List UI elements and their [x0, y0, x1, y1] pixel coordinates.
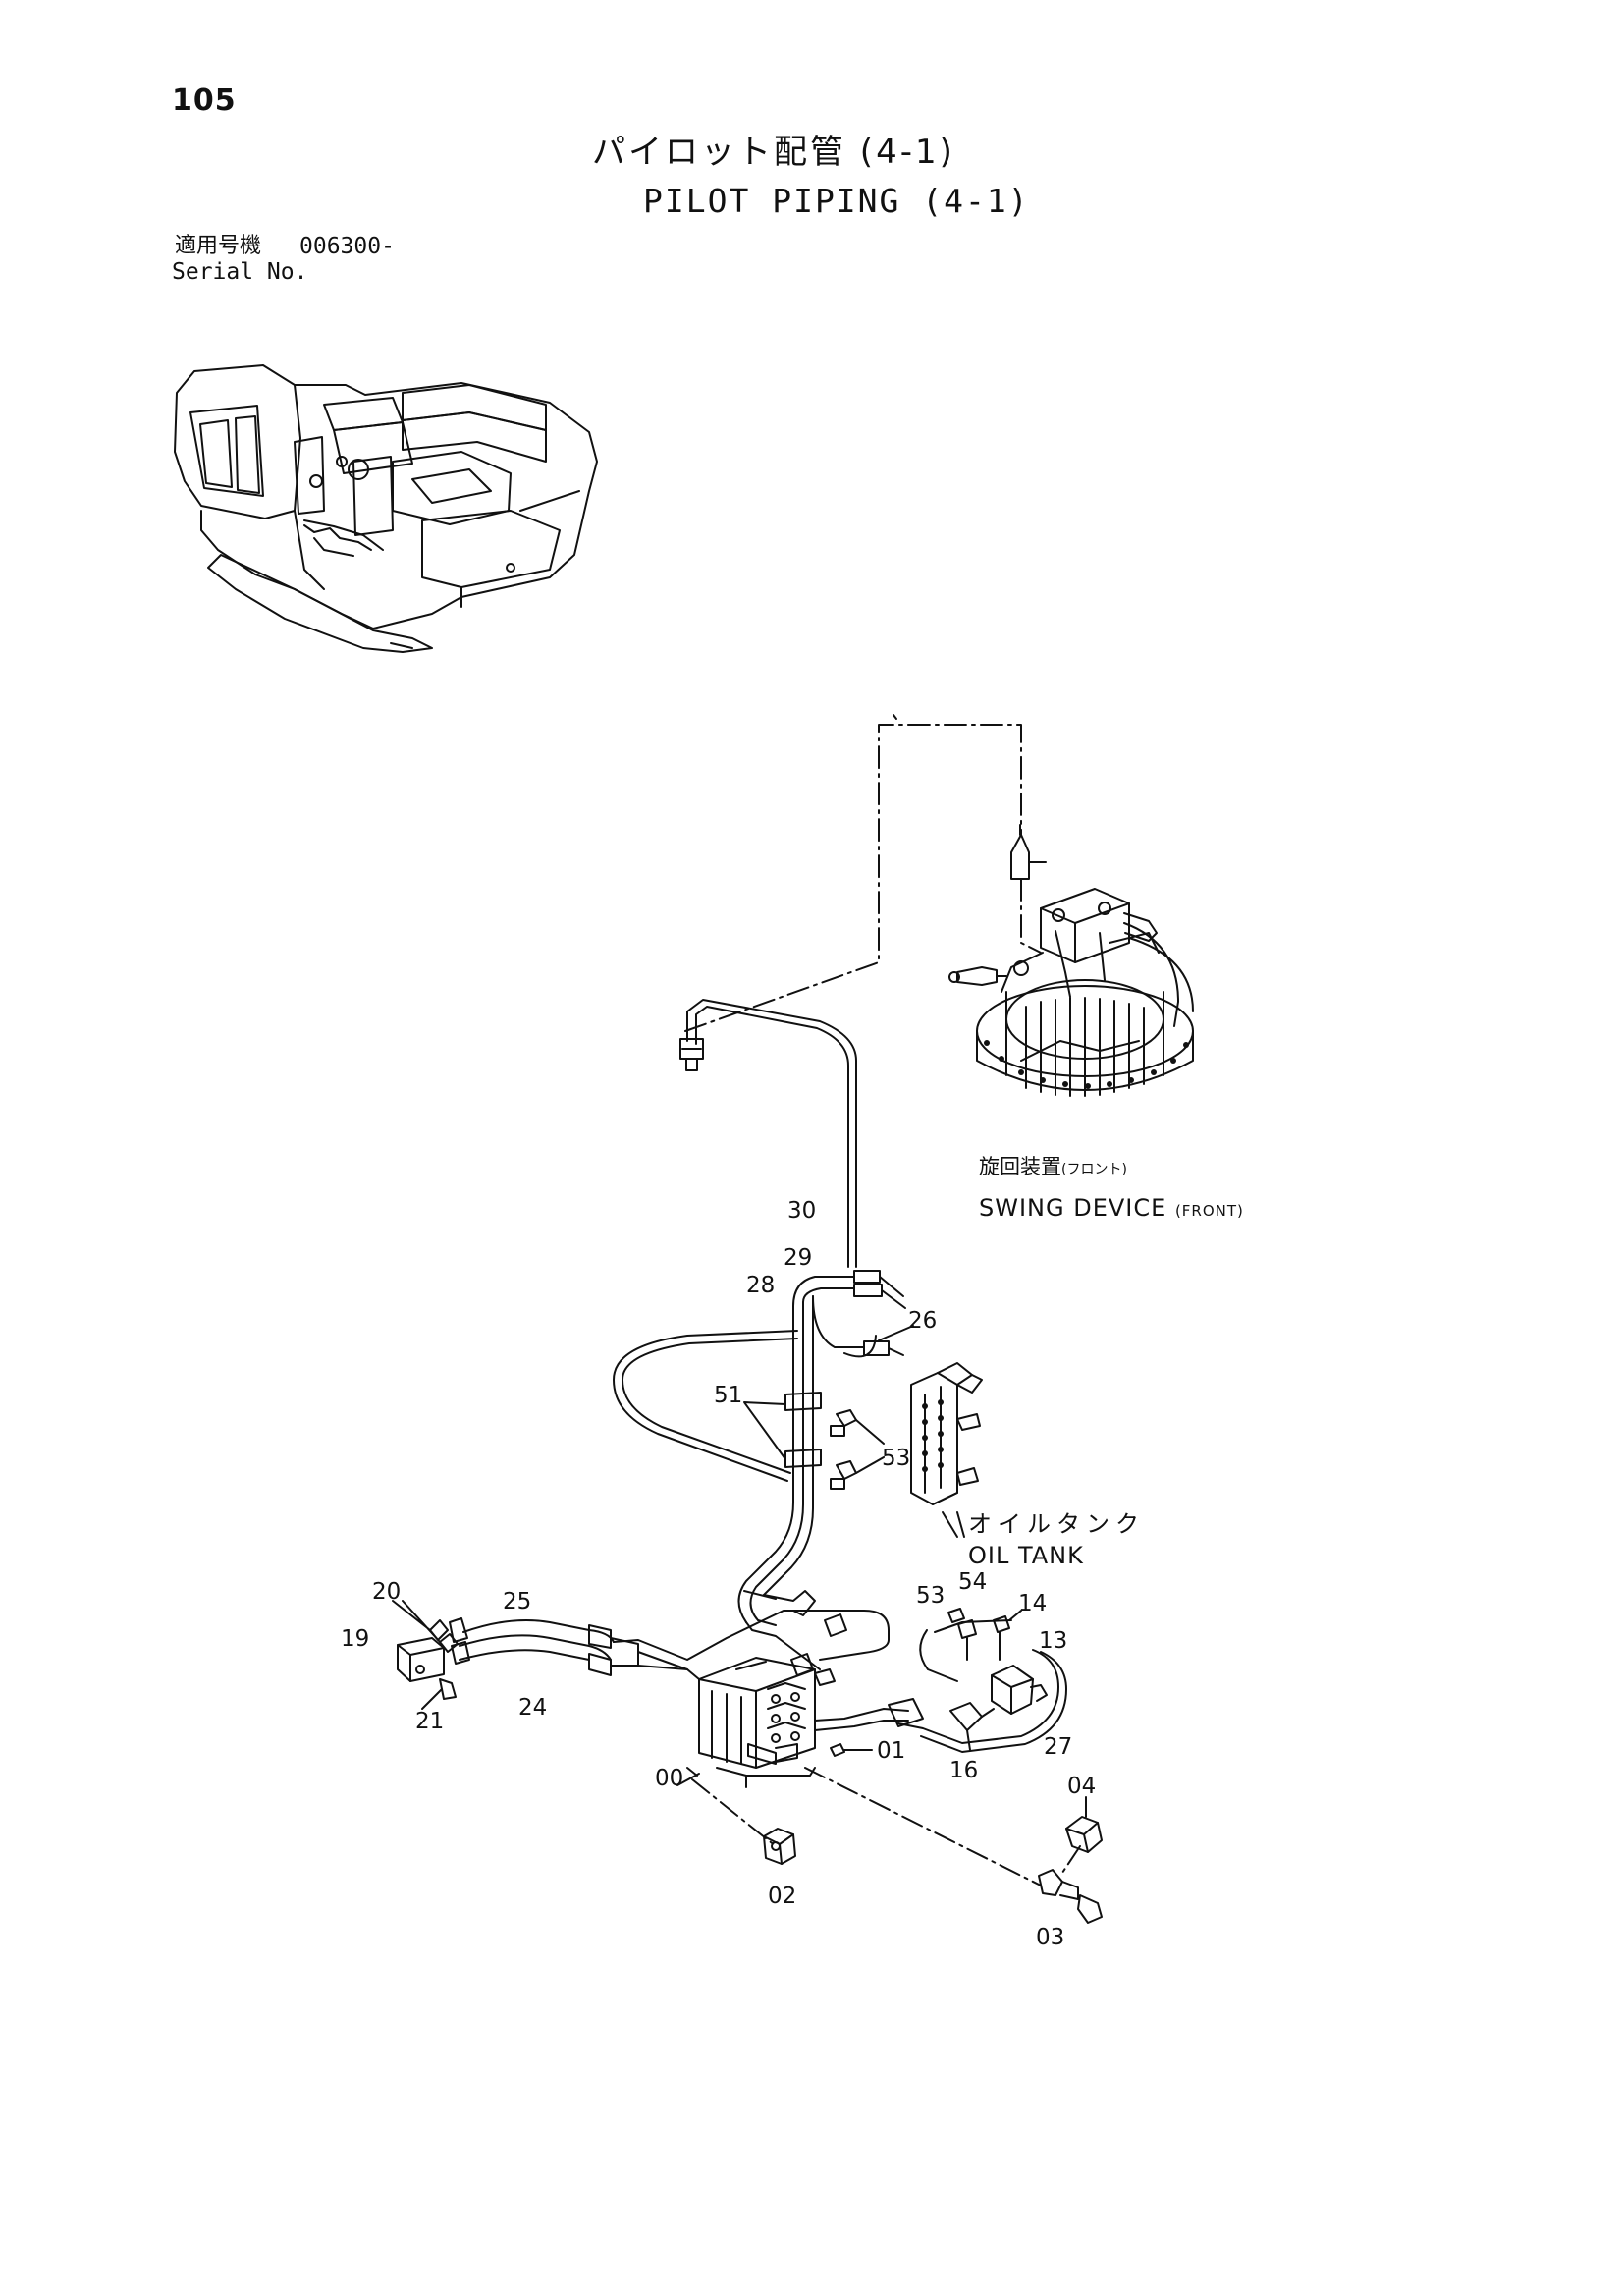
oil-tank-bracket [911, 1363, 982, 1537]
pipe-27-assembly [898, 1609, 1066, 1752]
fitting-19-20-21 [393, 1601, 458, 1709]
excavator-overview-illustration [175, 365, 597, 652]
title-english: PILOT PIPING (4-1) [643, 182, 1030, 220]
pipe-30 [680, 1000, 856, 1267]
pipe-bundle-28-29 [614, 1271, 913, 1622]
part-number-01: 01 [877, 1738, 906, 1764]
oil-tank-label-english: OIL TANK [968, 1542, 1084, 1569]
swing-device-note-jp: (フロント) [1061, 1162, 1127, 1177]
swing-device-name-en: SWING DEVICE [979, 1194, 1167, 1222]
swing-device-illustration [949, 825, 1193, 1096]
page-number: 105 [172, 83, 237, 118]
part-number-02: 02 [768, 1884, 797, 1909]
swing-device-label-english: SWING DEVICE (FRONT) [979, 1196, 1244, 1220]
leader-line-03 [805, 1768, 1041, 1886]
swing-device-note-en: (FRONT) [1174, 1202, 1244, 1220]
part-number-26: 26 [908, 1308, 938, 1334]
part-number-54: 54 [958, 1569, 988, 1595]
fitting-02 [764, 1829, 795, 1864]
part-number-24: 24 [518, 1695, 548, 1721]
part-number-21: 21 [415, 1709, 445, 1734]
part-number-16: 16 [949, 1758, 979, 1783]
serial-label-english: Serial No. [172, 259, 308, 285]
oil-tank-label-japanese: オイルタンク [968, 1510, 1145, 1538]
part-number-53-upper: 53 [882, 1446, 911, 1471]
part-number-20: 20 [372, 1579, 402, 1605]
part-number-14: 14 [1018, 1591, 1048, 1616]
fitting-03-04 [1039, 1797, 1102, 1923]
part-number-28: 28 [746, 1273, 776, 1298]
part-number-30: 30 [787, 1198, 817, 1224]
part-number-00: 00 [655, 1766, 684, 1791]
serial-number-value: 006300- [299, 234, 395, 259]
part-number-51: 51 [714, 1383, 743, 1408]
clamp-51 [744, 1393, 821, 1467]
part-number-03: 03 [1036, 1925, 1065, 1950]
leader-line-02 [692, 1779, 776, 1846]
bolt-53-upper [831, 1410, 884, 1489]
serial-label-japanese: 適用号機 [175, 234, 262, 258]
part-number-27: 27 [1044, 1734, 1073, 1760]
part-number-13: 13 [1039, 1628, 1068, 1654]
part-number-25: 25 [503, 1589, 532, 1614]
leader-line-swing [685, 725, 1021, 1031]
hose-24-25 [450, 1618, 638, 1675]
swing-device-name-jp: 旋回装置 [979, 1155, 1061, 1178]
valve-block-00 [614, 1591, 923, 1787]
part-number-04: 04 [1067, 1774, 1097, 1799]
title-japanese: パイロット配管 (4-1) [592, 133, 955, 172]
part-number-19: 19 [341, 1626, 370, 1652]
part-number-53-lower: 53 [916, 1583, 946, 1609]
part-number-29: 29 [784, 1245, 813, 1271]
swing-device-label-japanese: 旋回装置(フロント) [979, 1157, 1127, 1177]
